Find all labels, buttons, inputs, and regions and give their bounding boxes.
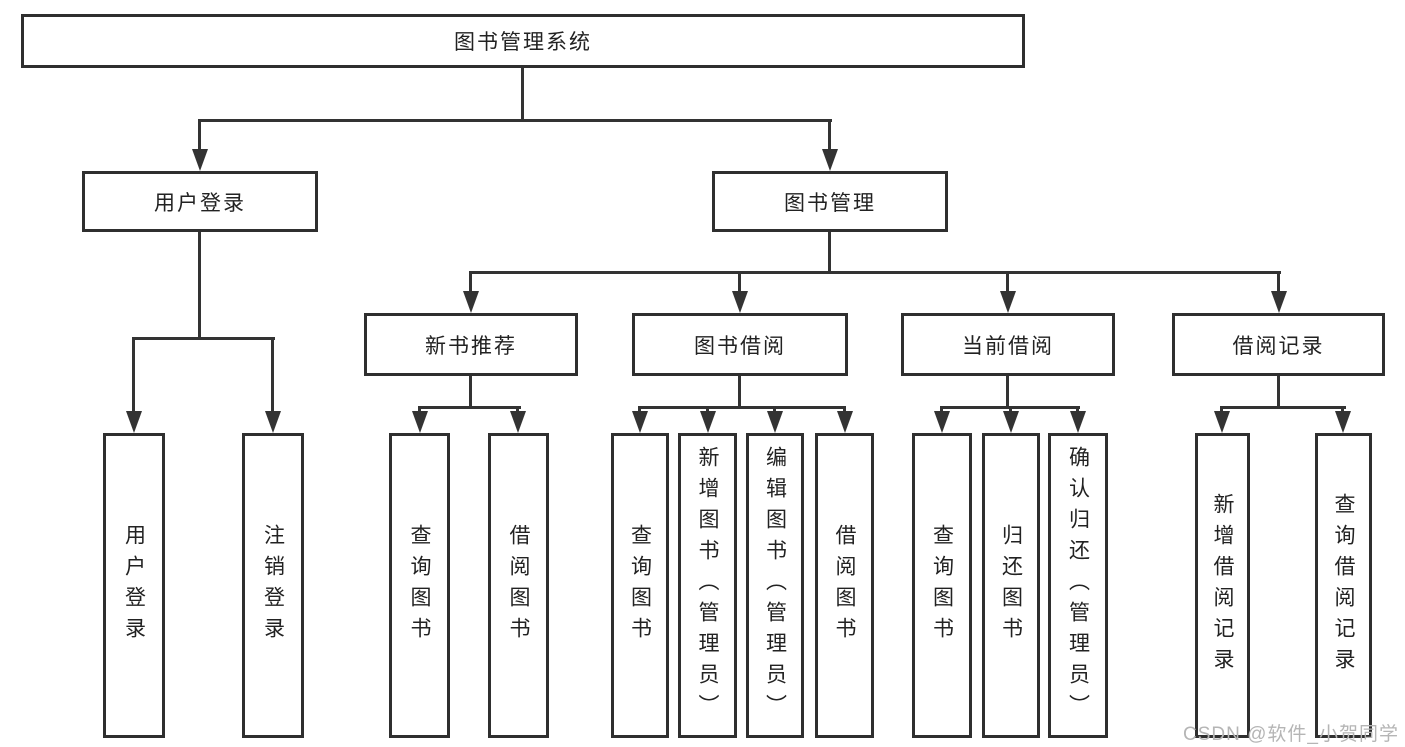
arrow-down-icon xyxy=(1271,291,1287,313)
connector-line xyxy=(1277,376,1280,408)
connector-line xyxy=(1341,406,1344,414)
connector-line xyxy=(418,406,421,414)
arrow-down-icon xyxy=(1214,411,1230,433)
node-book-borrow-label: 图书借阅 xyxy=(694,334,786,358)
leaf-query-books-borrow: 查询图书 xyxy=(611,433,669,738)
connector-line xyxy=(1006,271,1009,293)
leaf-query-books-newbook: 查询图书 xyxy=(389,433,450,738)
connector-line xyxy=(1277,271,1280,293)
node-book-management-label: 图书管理 xyxy=(784,191,876,215)
leaf-confirm-return-admin-label: 确认归还（管理员） xyxy=(1066,446,1090,725)
arrow-down-icon xyxy=(412,411,428,433)
connector-line xyxy=(738,271,741,293)
node-user-login-label: 用户登录 xyxy=(154,191,246,215)
node-root-library-management-system: 图书管理系统 xyxy=(21,14,1025,68)
connector-line xyxy=(469,271,1281,274)
leaf-query-borrow-record-label: 查询借阅记录 xyxy=(1332,492,1355,679)
leaf-user-login-label: 用户登录 xyxy=(122,523,146,648)
arrow-down-icon xyxy=(463,291,479,313)
leaf-add-books-admin: 新增图书（管理员） xyxy=(678,433,737,738)
arrow-down-icon xyxy=(837,411,853,433)
connector-line xyxy=(843,406,846,414)
connector-line xyxy=(418,406,521,409)
connector-line xyxy=(706,406,709,414)
node-new-book-recommend: 新书推荐 xyxy=(364,313,578,376)
connector-line xyxy=(271,337,274,413)
arrow-down-icon xyxy=(632,411,648,433)
arrow-down-icon xyxy=(1003,411,1019,433)
node-new-book-recommend-label: 新书推荐 xyxy=(425,334,517,358)
connector-line xyxy=(198,232,201,339)
node-borrow-records: 借阅记录 xyxy=(1172,313,1385,376)
connector-line xyxy=(1009,406,1012,414)
arrow-down-icon xyxy=(265,411,281,433)
arrow-down-icon xyxy=(1070,411,1086,433)
leaf-confirm-return-admin: 确认归还（管理员） xyxy=(1048,433,1108,738)
connector-line xyxy=(1006,376,1009,408)
leaf-borrow-books-borrow: 借阅图书 xyxy=(815,433,874,738)
node-current-borrow-label: 当前借阅 xyxy=(962,334,1054,358)
connector-line xyxy=(132,337,135,413)
connector-line xyxy=(198,119,832,122)
connector-line xyxy=(521,68,524,121)
leaf-borrow-books-borrow-label: 借阅图书 xyxy=(833,523,856,648)
leaf-add-books-admin-label: 新增图书（管理员） xyxy=(696,446,719,725)
leaf-logout-login-label: 注销登录 xyxy=(261,523,285,648)
leaf-borrow-books-newbook: 借阅图书 xyxy=(488,433,549,738)
csdn-watermark: CSDN @软件_小贺同学 xyxy=(1183,724,1399,745)
leaf-query-books-current-label: 查询图书 xyxy=(930,523,954,648)
leaf-query-books-borrow-label: 查询图书 xyxy=(628,523,652,648)
connector-line xyxy=(516,406,519,414)
leaf-query-borrow-record: 查询借阅记录 xyxy=(1315,433,1372,738)
node-root-label: 图书管理系统 xyxy=(454,31,592,54)
connector-line xyxy=(828,232,831,274)
connector-line xyxy=(1220,406,1223,414)
node-book-management: 图书管理 xyxy=(712,171,948,232)
connector-line xyxy=(738,376,741,408)
leaf-query-books-newbook-label: 查询图书 xyxy=(408,523,431,648)
leaf-borrow-books-newbook-label: 借阅图书 xyxy=(507,523,530,648)
arrow-down-icon xyxy=(510,411,526,433)
connector-line xyxy=(940,406,943,414)
arrow-down-icon xyxy=(126,411,142,433)
connector-line xyxy=(469,376,472,408)
leaf-edit-books-admin-label: 编辑图书（管理员） xyxy=(763,446,787,725)
node-book-borrow: 图书借阅 xyxy=(632,313,848,376)
arrow-down-icon xyxy=(767,411,783,433)
connector-line xyxy=(132,337,275,340)
arrow-down-icon xyxy=(1000,291,1016,313)
connector-line xyxy=(1220,406,1346,409)
connector-line xyxy=(638,406,846,409)
connector-line xyxy=(638,406,641,414)
connector-line xyxy=(198,119,201,151)
connector-line xyxy=(773,406,776,414)
arrow-down-icon xyxy=(822,149,838,171)
connector-line xyxy=(1076,406,1079,414)
leaf-return-books: 归还图书 xyxy=(982,433,1040,738)
node-current-borrow: 当前借阅 xyxy=(901,313,1115,376)
connector-line xyxy=(469,271,472,293)
arrow-down-icon xyxy=(1335,411,1351,433)
leaf-return-books-label: 归还图书 xyxy=(999,523,1023,648)
node-user-login: 用户登录 xyxy=(82,171,318,232)
leaf-user-login: 用户登录 xyxy=(103,433,165,738)
arrow-down-icon xyxy=(192,149,208,171)
arrow-down-icon xyxy=(732,291,748,313)
arrow-down-icon xyxy=(700,411,716,433)
node-borrow-records-label: 借阅记录 xyxy=(1232,334,1325,358)
leaf-add-borrow-record-label: 新增借阅记录 xyxy=(1211,492,1234,679)
leaf-add-borrow-record: 新增借阅记录 xyxy=(1195,433,1250,738)
leaf-edit-books-admin: 编辑图书（管理员） xyxy=(746,433,804,738)
arrow-down-icon xyxy=(934,411,950,433)
leaf-query-books-current: 查询图书 xyxy=(912,433,972,738)
leaf-logout-login: 注销登录 xyxy=(242,433,304,738)
connector-line xyxy=(828,119,831,151)
